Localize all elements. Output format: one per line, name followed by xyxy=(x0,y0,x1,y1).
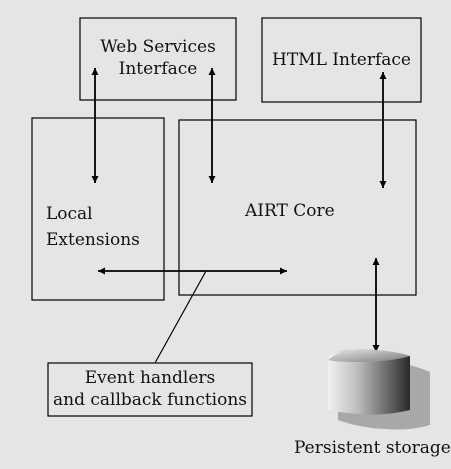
persistent-storage-text: Persistent storage xyxy=(294,438,451,458)
html-interface-box xyxy=(261,17,422,103)
airt-core-label: AIRT Core xyxy=(245,200,335,222)
event-handlers-label: Event handlers and callback functions xyxy=(48,367,252,411)
web-services-label: Web Services Interface xyxy=(80,36,236,80)
web-services-line1: Web Services xyxy=(100,37,216,57)
local-extensions-line2: Extensions xyxy=(46,230,140,250)
web-services-box xyxy=(79,17,237,101)
local-extensions-label: Local Extensions xyxy=(46,203,140,251)
html-interface-text: HTML Interface xyxy=(272,50,411,70)
web-services-line2: Interface xyxy=(118,59,198,79)
local-extensions-line1: Local xyxy=(46,204,93,224)
database-icon xyxy=(328,349,430,430)
event-handlers-line2: and callback functions xyxy=(52,390,248,410)
airt-core-text: AIRT Core xyxy=(245,201,335,221)
event-handlers-line1: Event handlers xyxy=(84,368,216,388)
event-handlers-box xyxy=(47,362,253,417)
persistent-storage-label: Persistent storage xyxy=(294,437,451,459)
airt-core-box xyxy=(178,119,417,296)
html-interface-label: HTML Interface xyxy=(262,49,421,71)
event-handlers-connector xyxy=(154,270,207,364)
